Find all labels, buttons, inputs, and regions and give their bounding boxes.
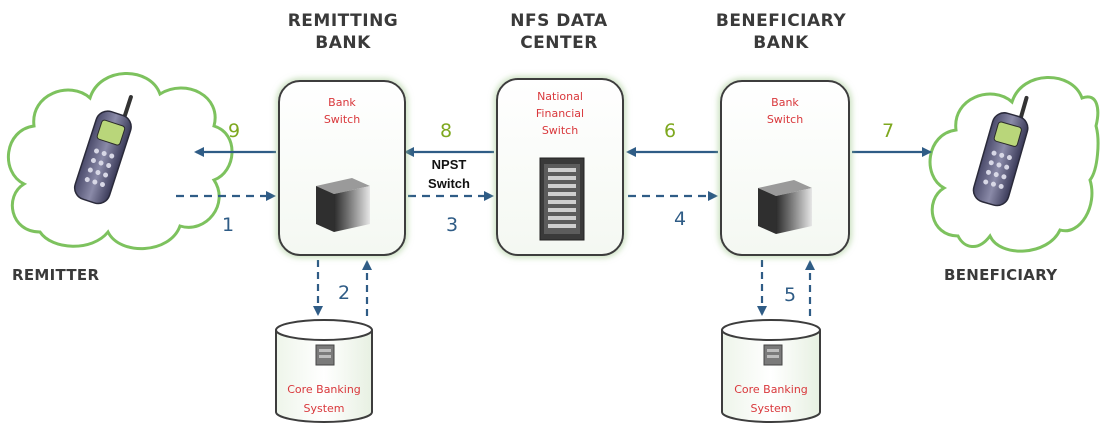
step-2-number: 2	[338, 282, 351, 304]
beneficiary-label: BENEFICIARY	[944, 266, 1058, 284]
beneficiary-bank-switch-box: Bank Switch	[720, 80, 850, 256]
npst-label-line1: NPST	[431, 157, 467, 172]
remitting-switch-label-line2: Switch	[323, 113, 361, 126]
beneficiary-switch-label-line2: Switch	[766, 113, 804, 126]
step-8-number: 8	[440, 120, 453, 142]
step-7-number: 7	[882, 120, 895, 142]
npst-switch-label: NPST Switch	[408, 155, 490, 193]
step-4-number: 4	[674, 208, 687, 230]
beneficiary-core-banking-label: Core Banking System	[722, 380, 820, 418]
nfs-header-line1: NFS DATA	[510, 11, 608, 31]
beneficiary-phone-icon	[972, 95, 1029, 207]
beneficiary-bank-switch-label: Bank Switch	[722, 94, 848, 128]
nfs-header-line2: CENTER	[520, 33, 598, 53]
nfs-switch-label: National Financial Switch	[498, 88, 622, 139]
beneficiary-switch-label-line1: Bank	[771, 96, 799, 109]
beneficiary-core-label-line1: Core Banking	[734, 383, 808, 396]
beneficiary-bank-header-line2: BANK	[753, 33, 809, 53]
beneficiary-bank-header-line1: BENEFICIARY	[715, 11, 847, 31]
remitting-core-server-icon	[315, 344, 335, 366]
step-5-number: 5	[784, 284, 797, 306]
step-3-number: 3	[446, 214, 459, 236]
remitter-label: REMITTER	[12, 266, 100, 284]
remitting-core-banking-cylinder	[275, 319, 373, 423]
remitting-server-icon	[316, 178, 370, 232]
nfs-switch-label-line3: Switch	[541, 124, 579, 137]
remitting-switch-label-line1: Bank	[328, 96, 356, 109]
beneficiary-core-label-line2: System	[750, 402, 792, 415]
remitting-core-label-line1: Core Banking	[287, 383, 361, 396]
beneficiary-bank-header: BENEFICIARY BANK	[696, 10, 866, 54]
nfs-data-center-header: NFS DATA CENTER	[484, 10, 634, 54]
remitting-bank-header-line2: BANK	[315, 33, 371, 53]
step-6-number: 6	[664, 120, 677, 142]
nfs-switch-label-line2: Financial	[535, 107, 585, 120]
beneficiary-server-icon	[758, 180, 812, 234]
remitting-bank-switch-box: Bank Switch	[278, 80, 406, 256]
nfs-switch-box: National Financial Switch	[496, 78, 624, 256]
remitting-core-label-line2: System	[303, 402, 345, 415]
nfs-server-rack-icon	[539, 157, 585, 241]
beneficiary-core-banking-cylinder	[721, 319, 821, 423]
remitting-core-banking-label: Core Banking System	[276, 380, 372, 418]
arrows	[176, 147, 932, 316]
remitting-bank-header-line1: REMITTING	[287, 11, 399, 31]
remitting-bank-header: REMITTING BANK	[268, 10, 418, 54]
remitting-bank-switch-label: Bank Switch	[280, 94, 404, 128]
step-1-number: 1	[222, 214, 235, 236]
remitter-phone-icon	[73, 95, 133, 205]
step-9-number: 9	[228, 120, 241, 142]
nfs-switch-label-line1: National	[537, 90, 583, 103]
beneficiary-core-server-icon	[763, 344, 783, 366]
npst-label-line2: Switch	[428, 176, 470, 191]
